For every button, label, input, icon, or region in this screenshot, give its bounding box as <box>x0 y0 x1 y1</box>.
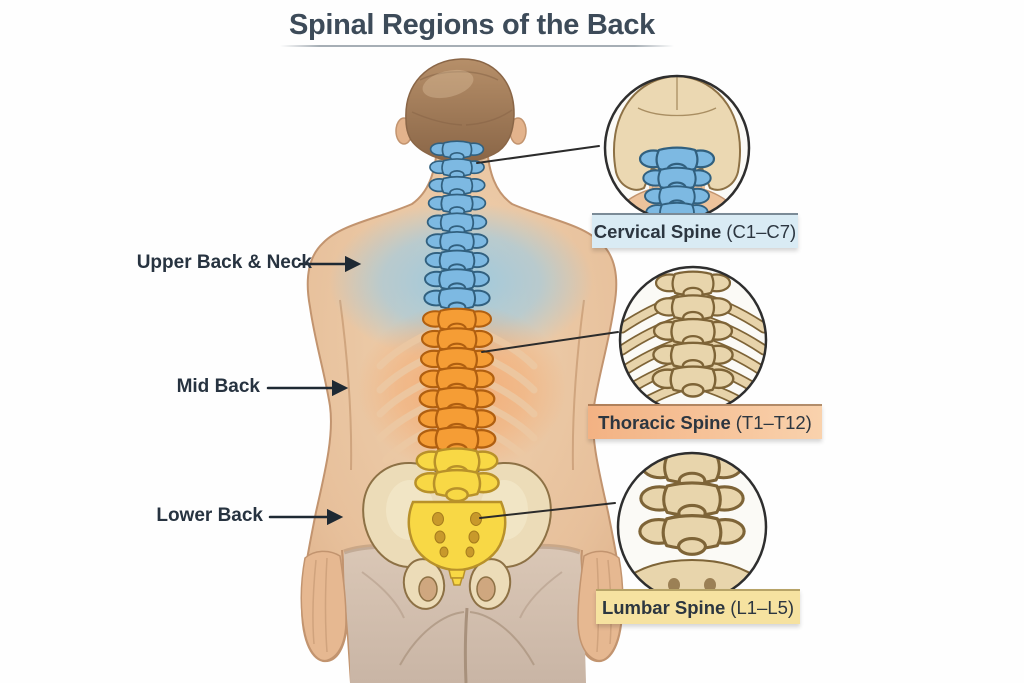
banner-thoracic-spine: Thoracic Spine (T1–T12) <box>588 404 822 439</box>
banner-lumbar-spine: Lumbar Spine (L1–L5) <box>596 589 800 624</box>
connector-lines <box>476 145 619 519</box>
inset-cervical <box>603 74 751 222</box>
left-hand <box>300 550 347 662</box>
page-title: Spinal Regions of the Back <box>288 9 656 41</box>
connector-lumbar <box>479 502 616 519</box>
banner-thoracic-range: (T1–T12) <box>735 411 812 433</box>
label-mid-back: Mid Back <box>176 376 260 397</box>
cervical-spine-region <box>423 140 491 314</box>
banner-thoracic-label: Thoracic Spine <box>598 411 731 433</box>
sacrum <box>407 500 507 586</box>
label-upper-back-neck: Upper Back & Neck <box>136 252 312 273</box>
label-lower-back: Lower Back <box>156 505 263 526</box>
banner-lumbar-label: Lumbar Spine <box>601 596 726 618</box>
banner-lumbar-range: (L1–L5) <box>730 596 795 618</box>
inset-thoracic <box>618 265 768 415</box>
label-arrows <box>266 255 362 526</box>
head-hair <box>405 58 515 163</box>
connector-cervical <box>476 145 600 164</box>
human-figure-back <box>300 58 624 683</box>
lumbar-spine-region <box>414 447 500 503</box>
thoracic-spine-region <box>417 307 497 457</box>
banner-cervical-range: (C1–C7) <box>726 220 797 242</box>
title-underline <box>280 45 674 47</box>
banner-cervical-label: Cervical Spine <box>593 220 722 242</box>
connector-thoracic <box>481 331 619 353</box>
inset-lumbar <box>616 451 768 603</box>
banner-cervical-spine: Cervical Spine (C1–C7) <box>592 213 798 248</box>
